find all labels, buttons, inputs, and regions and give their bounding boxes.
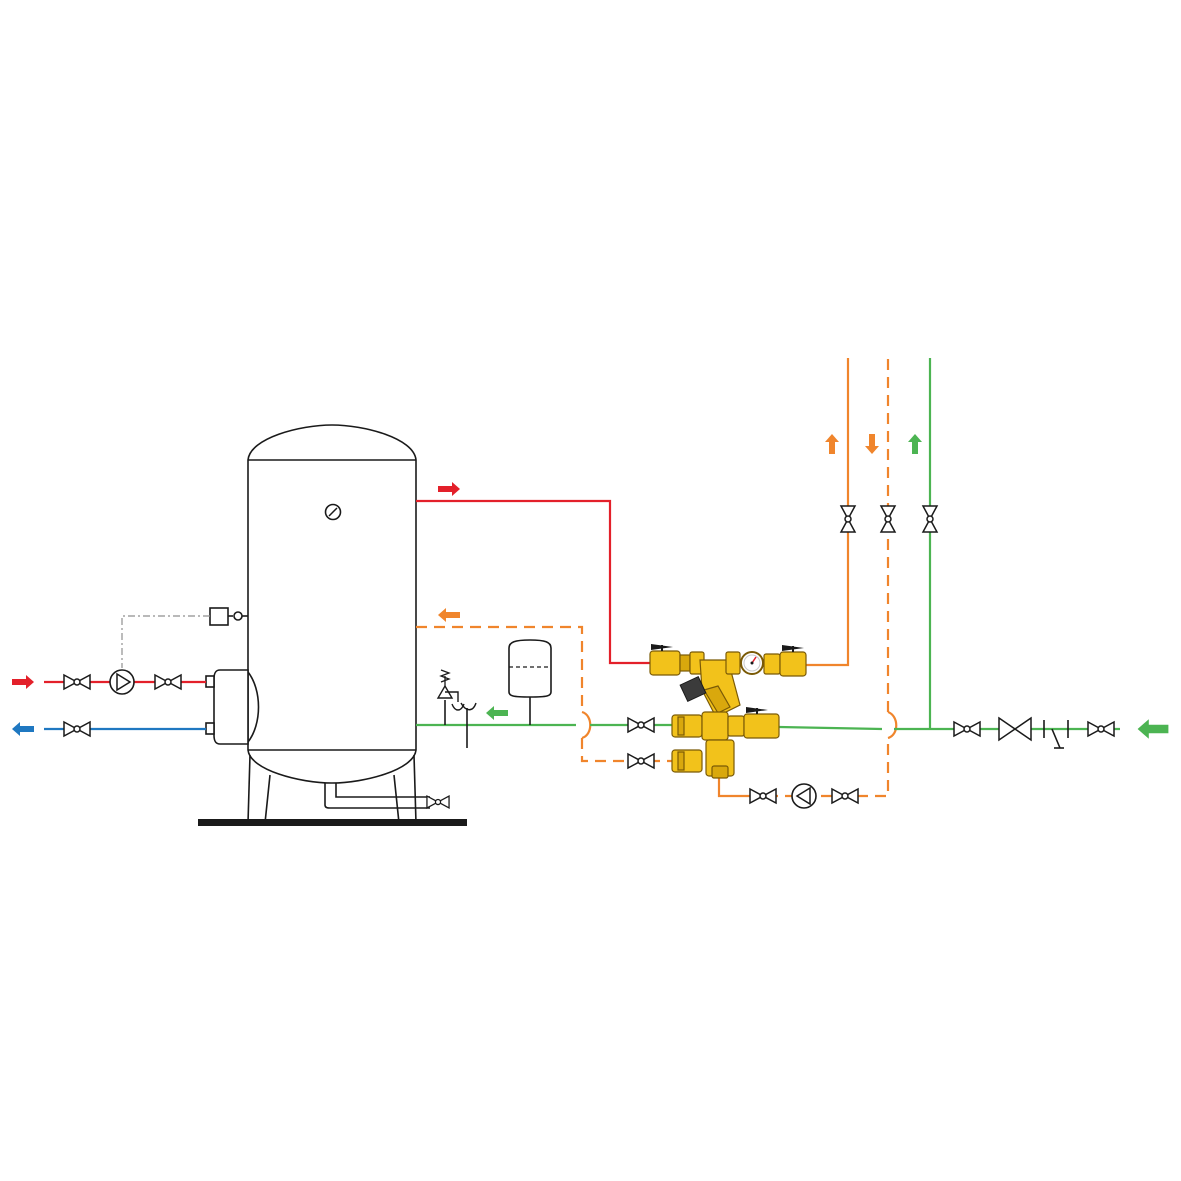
recirculation-valve-2[interactable] xyxy=(831,788,859,804)
primary-circulation-pump-icon[interactable] xyxy=(109,669,135,695)
tank-gauge-icon xyxy=(324,503,342,521)
drain-line xyxy=(324,783,450,809)
recirculation-riser-crossover xyxy=(887,710,898,740)
cold-riser-arrow-icon xyxy=(908,434,922,454)
recirculation-valve-1[interactable] xyxy=(749,788,777,804)
primary-flow-valve-2[interactable] xyxy=(154,674,182,690)
cold-supply-mid-pipe xyxy=(778,725,883,731)
safety-relief-valve-icon xyxy=(436,669,477,748)
recirculation-inlet-valve[interactable] xyxy=(627,753,655,769)
thermometer-gauge-icon xyxy=(740,651,764,675)
recirculation-loop-pipe-dashed xyxy=(749,738,890,798)
recirculation-loop-pipe xyxy=(717,776,749,798)
primary-return-valve[interactable] xyxy=(63,721,91,737)
hot-flow-arrow-icon xyxy=(438,482,460,496)
cold-ball-valve-handle-icon[interactable] xyxy=(746,707,768,714)
storage-tank xyxy=(247,424,417,824)
expansion-vessel-icon xyxy=(508,639,552,725)
hot-water-riser-pipe xyxy=(806,358,850,667)
recirculation-riser-arrow-icon xyxy=(865,434,879,454)
primary-flow-valve-1[interactable] xyxy=(63,674,91,690)
recirculation-pump-icon[interactable] xyxy=(791,783,817,809)
ball-valve-handle-icon[interactable] xyxy=(651,644,673,651)
control-signal-line xyxy=(121,615,210,668)
thermostatic-mixing-manifold xyxy=(649,644,807,779)
heat-exchanger-flange xyxy=(205,669,260,745)
recirculation-return-pipe xyxy=(416,625,584,712)
thermostat-sensor-icon xyxy=(209,607,248,626)
tank-base-plate xyxy=(198,819,467,826)
recirculation-crossover xyxy=(581,710,592,740)
hot-riser-arrow-icon xyxy=(825,434,839,454)
pressure-reducer-icon[interactable] xyxy=(998,716,1032,742)
strainer-icon[interactable] xyxy=(1043,720,1069,749)
recirculation-return-pipe-lower xyxy=(580,738,672,763)
recirculation-riser-valve[interactable] xyxy=(880,505,896,533)
inlet-isolation-valve[interactable] xyxy=(953,721,981,737)
outlet-ball-valve-handle-icon[interactable] xyxy=(782,645,804,652)
hot-outlet-pipe xyxy=(416,499,650,665)
cold-inlet-arrow-icon xyxy=(1137,719,1169,739)
inlet-valve[interactable] xyxy=(1087,721,1115,737)
cold-riser-valve[interactable] xyxy=(922,505,938,533)
hot-riser-valve[interactable] xyxy=(840,505,856,533)
cold-tank-inlet-arrow-icon xyxy=(486,706,508,720)
primary-return-arrow-icon xyxy=(12,722,34,736)
recirculation-return-arrow-icon xyxy=(438,608,460,622)
drain-valve-icon xyxy=(426,795,450,809)
cold-bypass-valve[interactable] xyxy=(627,717,655,733)
primary-flow-arrow-icon xyxy=(12,675,34,689)
